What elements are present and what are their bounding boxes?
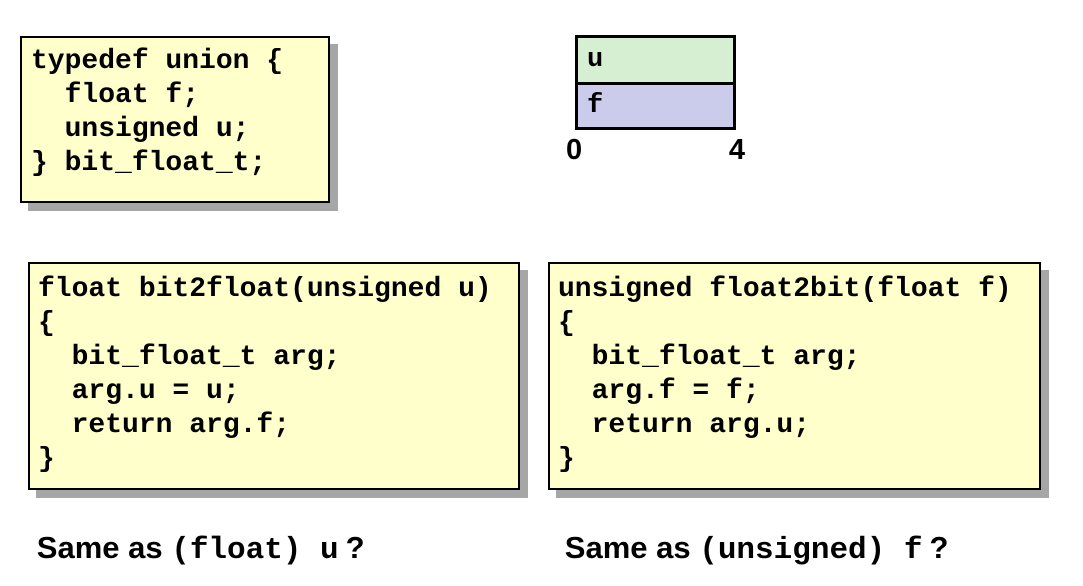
axis-label-end: 4 <box>728 134 745 166</box>
bit2float-code-box: float bit2float(unsigned u) { bit_float_… <box>28 262 520 490</box>
memory-cell-f: f <box>575 82 736 130</box>
caption-same-as-unsigned: Same as (unsigned) f? <box>547 512 949 586</box>
caption-left-code: (float) u <box>171 533 339 568</box>
caption-left-prefix: Same as <box>36 530 172 565</box>
caption-right-question-mark: ? <box>929 530 949 565</box>
memory-cell-u: u <box>575 35 736 85</box>
float2bit-code-box: unsigned float2bit(float f) { bit_float_… <box>548 262 1041 490</box>
caption-same-as-float: Same as (float) u? <box>19 512 365 586</box>
memory-cell-u-label: u <box>587 45 604 75</box>
caption-right-prefix: Same as <box>564 530 700 565</box>
byte-offset-axis: 0 4 <box>566 136 745 165</box>
union-memory-diagram: u f 0 4 <box>566 35 745 165</box>
memory-cell-f-label: f <box>587 91 604 121</box>
typedef-union-code-box: typedef union { float f; unsigned u; } b… <box>20 36 330 203</box>
caption-left-question-mark: ? <box>345 530 365 565</box>
caption-right-code: (unsigned) f <box>699 533 923 568</box>
axis-label-start: 0 <box>566 134 583 166</box>
